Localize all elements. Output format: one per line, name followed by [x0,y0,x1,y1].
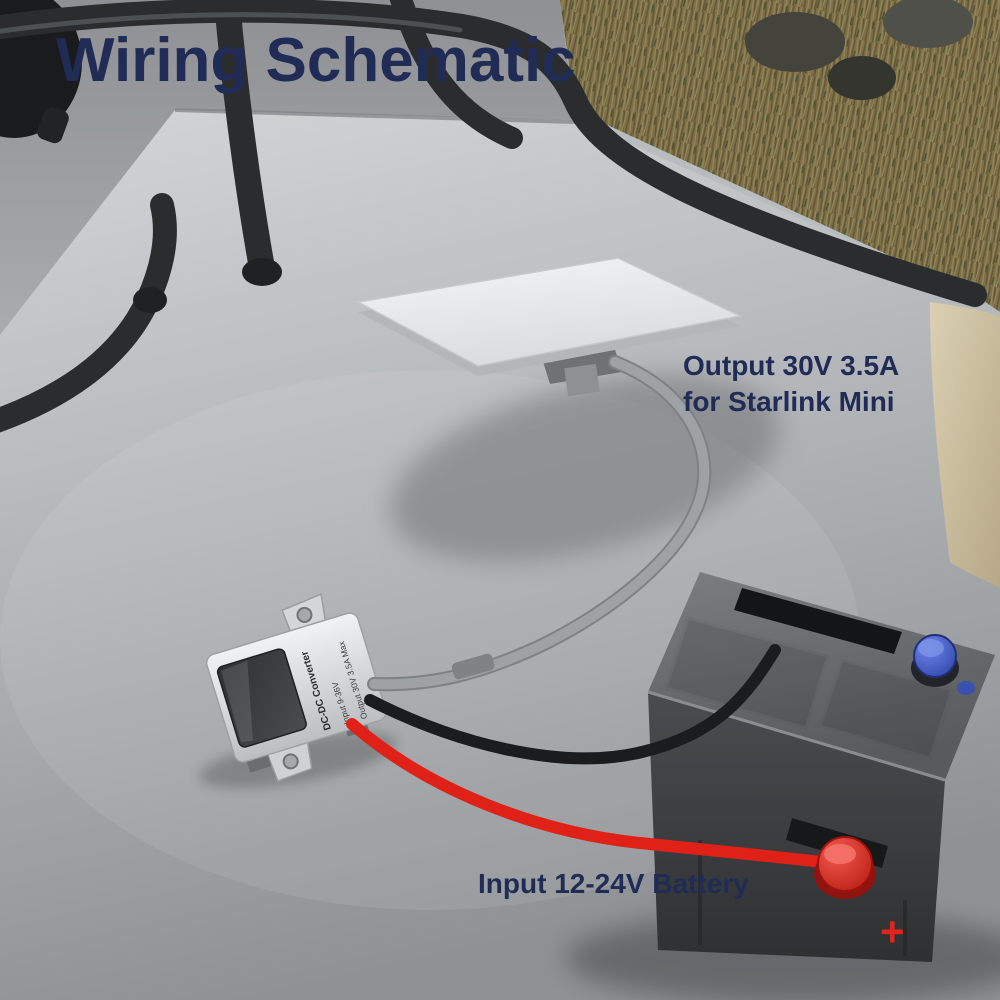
converter-screen [216,648,307,748]
battery-top-recess [664,616,830,730]
battery-terminal-strap [734,588,902,654]
battery [647,572,995,962]
battery-plus-mark: + [880,908,905,955]
roof-rack-rail [0,0,987,433]
output-callout-line2: for Starlink Mini [683,386,895,418]
rail-joint [242,258,282,286]
rail-lower-left [0,193,177,433]
input-callout: Input 12-24V Battery [478,868,749,899]
grass-background [560,0,1000,315]
battery-top-face [648,572,995,780]
converter-foot [246,754,272,773]
converter-mount-hole [282,753,299,770]
dc-converter: DC-DC Converter Input 9-36V Output 30V 3… [205,593,387,782]
rail-top-horizontal [0,0,987,307]
dish-stand [564,363,600,397]
starlink-dish [355,257,743,397]
cable-connector [451,653,495,680]
rail-joint [133,287,167,313]
output-callout-line1: Output 30V 3.5A [683,350,900,381]
page-title: Wiring Schematic [56,26,576,95]
blue-terminal [911,634,975,695]
red-cable-to-battery [346,718,844,870]
red-terminal [814,836,876,899]
rock [828,56,896,100]
rock [745,12,845,72]
rock [883,0,973,48]
rail-vertical-support [215,0,275,281]
rail-curved-member [389,0,523,149]
beige-seatback [930,302,1000,588]
black-cable-to-battery [364,644,781,765]
battery-top-recess [818,658,954,760]
dish-panel [355,257,743,367]
output-callout: Output 30V 3.5A for Starlink Mini [683,348,899,421]
converter-mount-hole [296,606,313,623]
